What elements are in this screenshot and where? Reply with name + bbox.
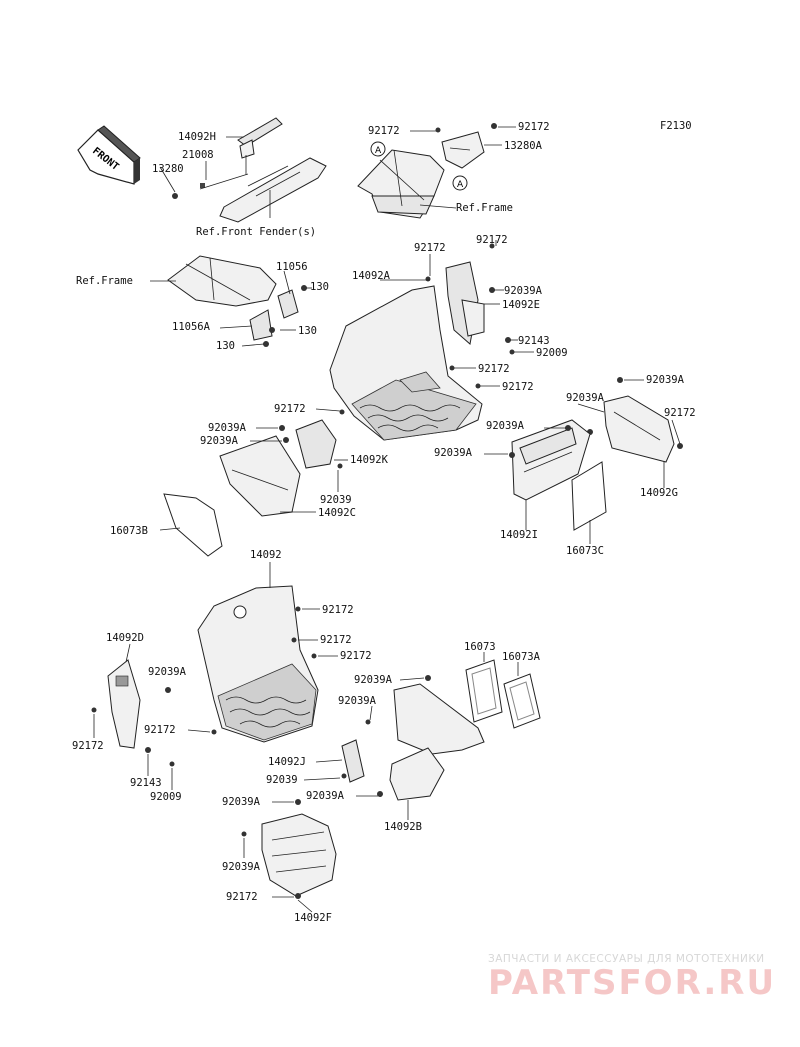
- part-label: 92172: [320, 634, 352, 646]
- part-label: 92039A: [354, 674, 393, 686]
- part-label: 14092B: [384, 821, 422, 833]
- part-label: 130: [216, 340, 235, 352]
- part-label: 14092K: [350, 454, 389, 466]
- part-label: 14092C: [318, 507, 356, 519]
- part-label: 92172: [502, 381, 534, 393]
- part-label: 92172: [476, 234, 508, 246]
- part-label: 130: [298, 325, 317, 337]
- part-label: 16073C: [566, 545, 604, 557]
- part-label: 130: [310, 281, 329, 293]
- part-label: 14092E: [502, 299, 540, 311]
- part-label: 92039A: [338, 695, 377, 707]
- part-label: 92039A: [148, 666, 187, 678]
- part-label: 14092D: [106, 632, 144, 644]
- part-label: 16073B: [110, 525, 148, 537]
- ref-label: Ref.Front Fender(s): [196, 226, 316, 238]
- part-label: 14092H: [178, 131, 216, 143]
- part-label: 92172: [368, 125, 400, 137]
- part-label: 92172: [340, 650, 372, 662]
- part-label: 13280: [152, 163, 184, 175]
- part-label: 92172: [478, 363, 510, 375]
- part-label: 92039A: [222, 796, 261, 808]
- callout-letter: A: [375, 146, 382, 156]
- part-label: 14092F: [294, 912, 332, 924]
- part-label: 16073: [464, 641, 496, 653]
- part-label: 92172: [274, 403, 306, 415]
- frame-bracket-assembly: A A: [357, 123, 497, 219]
- part-label: 14092A: [352, 270, 391, 282]
- part-label: 92039: [320, 494, 352, 506]
- part-label: 92172: [322, 604, 354, 616]
- left-side-cover-assembly: [163, 409, 345, 557]
- part-label: 92039: [266, 774, 298, 786]
- part-label: 92009: [150, 791, 182, 803]
- part-label: 92039A: [486, 420, 525, 432]
- floorboard-lower: [197, 585, 319, 743]
- part-label: 92172: [226, 891, 258, 903]
- part-label: 92009: [536, 347, 568, 359]
- part-label: 92039A: [434, 447, 473, 459]
- callout-letter: A: [457, 180, 464, 190]
- part-label: 21008: [182, 149, 214, 161]
- right-side-cover-assembly: [509, 377, 683, 531]
- front-arrow-icon: FRONT: [77, 125, 141, 185]
- watermark-tagline: ЗАПЧАСТИ И АКСЕССУАРЫ ДЛЯ МОТОТЕХНИКИ: [488, 953, 765, 965]
- floorboard-upper: [329, 243, 515, 441]
- part-label: 16073A: [502, 651, 541, 663]
- part-label: 13280A: [504, 140, 543, 152]
- frame-left-assembly: [167, 255, 307, 347]
- part-label: 92143: [518, 335, 550, 347]
- part-label: 92039A: [646, 374, 685, 386]
- part-label: 92039A: [208, 422, 247, 434]
- part-label: 14092G: [640, 487, 678, 499]
- part-label: 92172: [144, 724, 176, 736]
- part-label: 92172: [518, 121, 550, 133]
- part-label: 92039A: [504, 285, 543, 297]
- part-label: 14092I: [500, 529, 538, 541]
- ref-label: Ref.Frame: [456, 202, 513, 214]
- part-label: 92039A: [306, 790, 345, 802]
- part-label: 92039A: [222, 861, 261, 873]
- watermark-brand: PARTSFOR.RU: [488, 963, 776, 1003]
- part-label: 92039A: [566, 392, 605, 404]
- ref-label: Ref.Frame: [76, 275, 133, 287]
- figure-code: F2130: [660, 120, 692, 132]
- right-lower-cover-assembly: [341, 659, 541, 801]
- part-label: 11056A: [172, 321, 211, 333]
- front-fender-cover-assembly: [172, 117, 327, 223]
- part-label: 14092: [250, 549, 282, 561]
- part-label: 11056: [276, 261, 308, 273]
- part-label: 92143: [130, 777, 162, 789]
- part-label: 92172: [72, 740, 104, 752]
- part-label: 14092J: [268, 756, 306, 768]
- part-label: 92039A: [200, 435, 239, 447]
- bottom-step-cover: [241, 799, 337, 899]
- part-label: 92172: [664, 407, 696, 419]
- left-lower-cover: [91, 659, 175, 767]
- part-label: 92172: [414, 242, 446, 254]
